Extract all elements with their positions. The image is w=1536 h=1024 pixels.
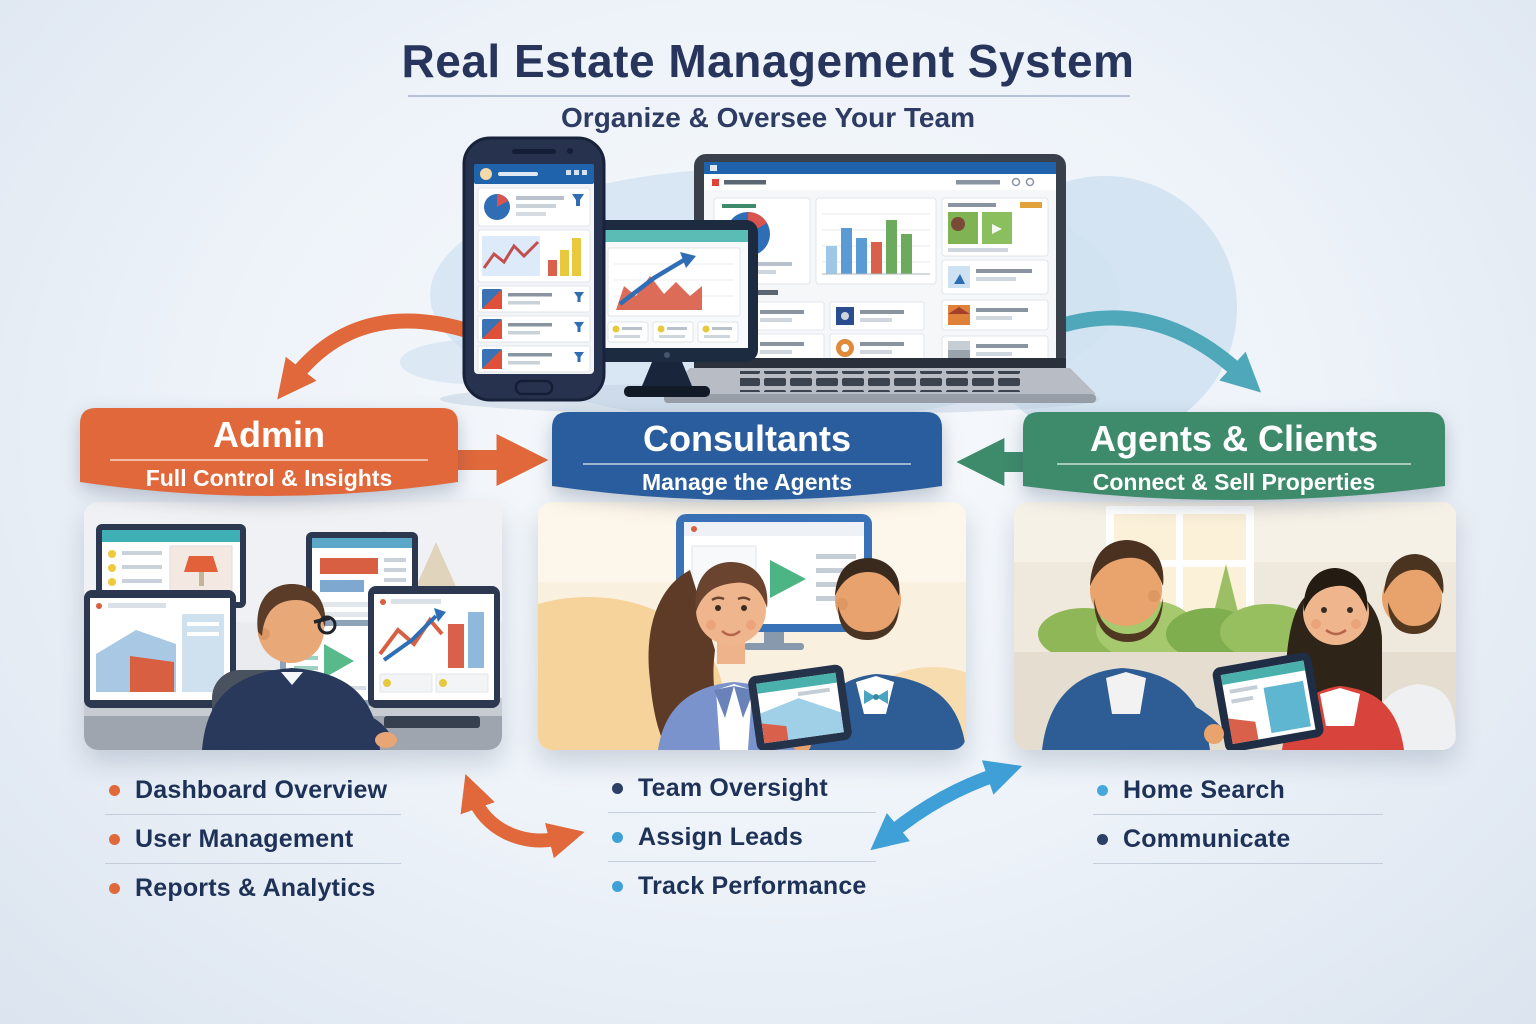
tablet-dashboard-screen [586,230,748,358]
admin-banner-title: Admin [213,414,325,455]
feature-item: User Management [105,815,401,864]
shared-tablet [748,664,852,750]
phone-mockup [462,136,606,402]
title-divider [408,95,1130,97]
page-title: Real Estate Management System [401,35,1135,87]
consultants-banner: Consultants Manage the Agents [552,412,942,516]
consultants-banner-title: Consultants [642,418,851,459]
consultants-banner-subtitle: Manage the Agents [641,468,852,495]
agents-scene [1014,502,1456,750]
feature-item: Home Search [1093,766,1383,815]
bullet-icon [612,782,623,794]
admin-feature-list: Dashboard Overview User Management Repor… [105,766,401,912]
page-subtitle: Organize & Oversee Your Team [561,102,975,133]
agents-banner-rule [1056,463,1412,465]
feature-item: Assign Leads [608,813,876,862]
agents-banner-title: Agents & Clients [1089,418,1379,459]
admin-banner-rule [110,459,428,461]
phone-dashboard-screen [474,164,594,373]
consultants-scene [538,502,966,750]
tablet-stand [642,362,692,386]
play-icon [770,560,806,598]
admin-person [202,584,397,750]
bullet-icon [1097,833,1108,845]
monitor-frontleft [84,590,236,708]
monitor-frontright [368,586,500,708]
agents-banner: Agents & Clients Connect & Sell Properti… [1023,412,1445,516]
agents-feature-list: Home Search Communicate [1093,766,1383,864]
bow-tie [864,690,888,704]
phone-list [477,285,591,373]
consultants-banner-rule [583,463,911,465]
bullet-icon [109,882,120,894]
consultants-feature-list: Team Oversight Assign Leads Track Perfor… [608,764,876,910]
agent-person [1042,540,1210,750]
agents-banner-subtitle: Connect & Sell Properties [1092,468,1376,495]
feature-item: Reports & Analytics [105,864,401,912]
feature-item: Track Performance [608,862,876,910]
bullet-icon [109,833,120,845]
feature-item: Dashboard Overview [105,766,401,815]
tablet-cards [607,321,739,343]
feature-item: Communicate [1093,815,1383,864]
feature-item: Team Oversight [608,764,876,813]
bullet-icon [109,784,120,796]
play-icon [324,644,354,678]
bullet-icon [612,831,623,843]
agent-arm [1164,696,1224,746]
filter-icon [572,194,584,206]
listing-tablet [1212,652,1324,750]
area-chart [616,276,702,310]
admin-scene [84,502,502,750]
admin-banner-subtitle: Full Control & Insights [145,464,393,491]
bullet-icon [612,880,623,892]
bullet-icon [1097,784,1108,796]
keyboard [384,716,480,728]
tablet-mockup [576,220,758,397]
admin-banner: Admin Full Control & Insights [80,408,458,512]
